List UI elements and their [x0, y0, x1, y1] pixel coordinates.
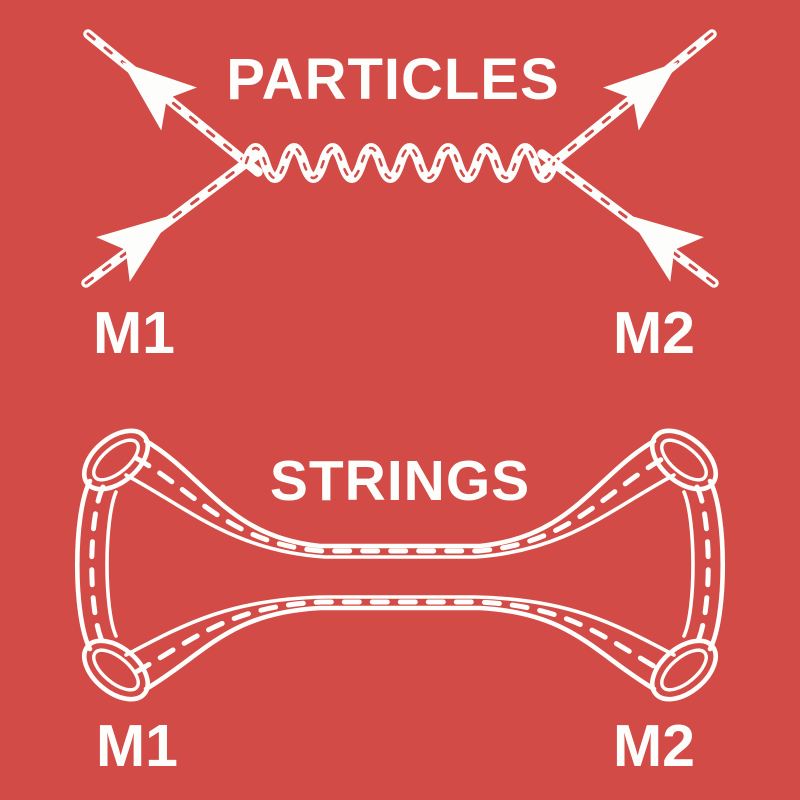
lower-band-string-centerline — [133, 599, 667, 675]
outgoing-right-line-texture — [540, 32, 714, 174]
tube-mouth-bottom-right-outer-rim — [650, 638, 718, 702]
tube-mouth-top-left-outer-rim — [82, 428, 150, 492]
outgoing-left-line-texture — [86, 32, 260, 174]
arrowhead-outgoing-right-icon — [603, 62, 678, 131]
tube-mouth-bottom-right-inner-rim — [660, 648, 708, 692]
feynman-diagram: PARTICLES M1 M2 — [81, 29, 719, 366]
strings-title: STRINGS — [270, 449, 530, 513]
left-elbow-outer-edge — [74, 478, 93, 652]
photon-wave-texture — [244, 146, 556, 180]
strings-mass-label-m1: M1 — [96, 713, 178, 779]
upper-band-string-centerline — [133, 455, 667, 554]
right-elbow-string-centerline — [694, 484, 711, 646]
tube-mouth-bottom-left — [82, 638, 150, 702]
particles-title: PARTICLES — [226, 47, 559, 112]
arrowhead-incoming-right-icon — [628, 215, 704, 282]
arrowhead-outgoing-left-icon — [122, 62, 197, 131]
incoming-left-line-texture — [84, 152, 260, 285]
upper-band-bottom-edge — [124, 473, 676, 559]
lower-band-bottom-edge — [143, 605, 657, 692]
particles-mass-label-m2: M2 — [613, 300, 695, 366]
tube-mouth-top-left — [82, 428, 150, 492]
strings-worldsheet-diagram: STRINGS M1 M2 — [74, 428, 726, 779]
tube-mouth-top-right-outer-rim — [650, 428, 718, 492]
lower-band-top-edge — [124, 595, 676, 657]
particles-mass-label-m1: M1 — [93, 300, 175, 366]
incoming-right-line-texture — [540, 152, 716, 285]
left-elbow-inner-edge — [105, 490, 118, 638]
upper-band-top-edge — [143, 438, 657, 549]
tube-mouth-bottom-right — [650, 638, 718, 702]
tube-mouth-bottom-left-inner-rim — [92, 648, 140, 692]
right-elbow-inner-edge — [682, 490, 695, 638]
tube-mouth-top-right-inner-rim — [660, 438, 708, 482]
tube-mouth-top-left-inner-rim — [92, 438, 140, 482]
strings-mass-label-m2: M2 — [613, 713, 695, 779]
arrowhead-incoming-left-icon — [96, 215, 172, 282]
right-elbow-outer-edge — [707, 478, 726, 652]
tube-mouth-top-right — [650, 428, 718, 492]
tube-mouth-bottom-left-outer-rim — [82, 638, 150, 702]
left-elbow-string-centerline — [89, 484, 106, 646]
